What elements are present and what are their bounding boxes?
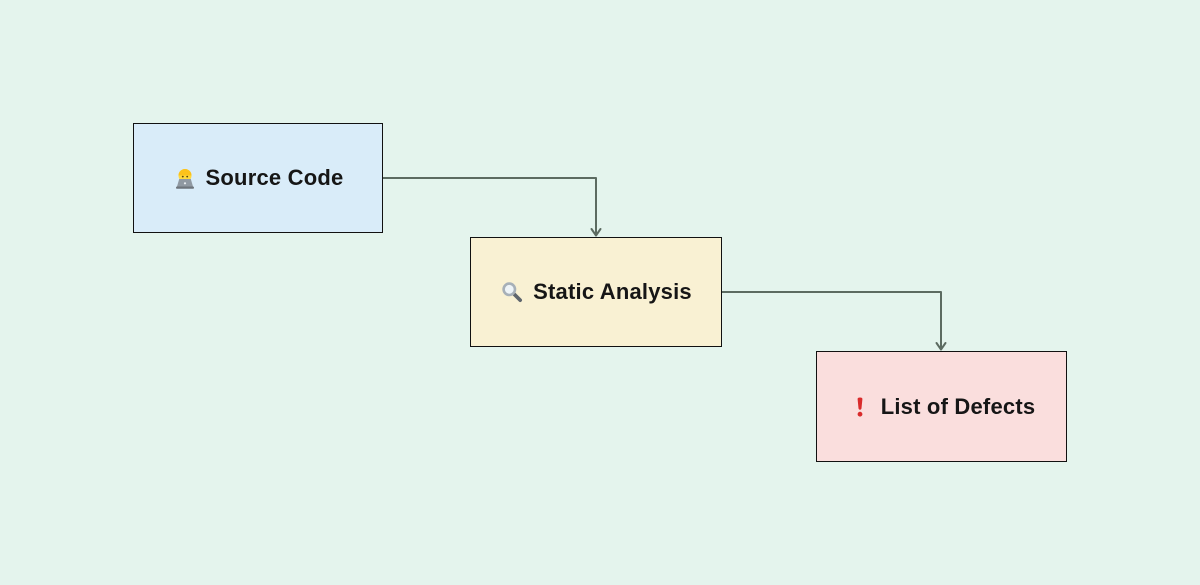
red-exclamation-icon: [848, 395, 872, 419]
edge-analysis-to-defects: [722, 291, 942, 348]
technologist-emoji-icon: [173, 166, 197, 190]
node-static-analysis[interactable]: Static Analysis: [470, 237, 722, 347]
node-list-of-defects[interactable]: List of Defects: [816, 351, 1067, 462]
node-source-code[interactable]: Source Code: [133, 123, 383, 233]
arrowhead-down-icon: [590, 228, 602, 237]
node-label: List of Defects: [880, 393, 1036, 419]
arrowhead-down-icon: [935, 342, 947, 351]
node-label: Source Code: [205, 165, 344, 190]
node-label: Static Analysis: [533, 279, 692, 304]
magnifying-glass-icon: [500, 280, 524, 304]
edge-source-to-analysis: [383, 177, 597, 234]
